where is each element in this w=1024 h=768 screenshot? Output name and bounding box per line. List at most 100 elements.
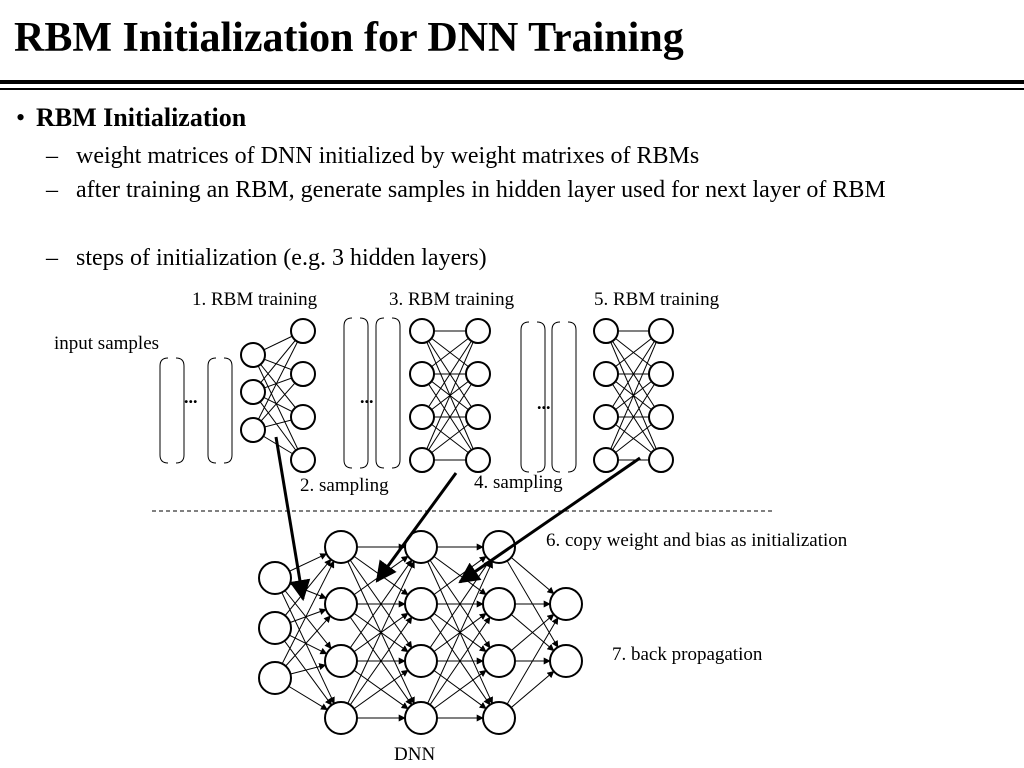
connection-edge (421, 330, 479, 461)
connection-edge (252, 330, 304, 431)
dnn-hidden3-node (482, 701, 516, 735)
label-step1: 1. RBM training (192, 289, 318, 310)
bracket-group (159, 317, 577, 473)
label-dnn: DNN (394, 744, 435, 765)
dnn-hidden2-node (404, 530, 438, 564)
rbm3-hidden-node (648, 404, 674, 430)
subbullet-3: – steps of initialization (e.g. 3 hidden… (46, 242, 992, 274)
copy-weight-arrow-1 (274, 436, 311, 602)
subbullet-2: – after training an RBM, generate sample… (46, 174, 992, 206)
sample-bracket-right (359, 317, 369, 469)
dnn-hidden3-node (482, 587, 516, 621)
rbm3-visible-node (593, 447, 619, 473)
connection-edge (252, 330, 304, 393)
dash-glyph: – (46, 177, 58, 203)
rbm3-hidden-node (648, 361, 674, 387)
rbm2-hidden-node (465, 404, 491, 430)
rbm2-hidden-node (465, 447, 491, 473)
dnn-connection (274, 560, 335, 679)
label-step6: 6. copy weight and bias as initializatio… (546, 530, 848, 551)
title-rule-thin (0, 88, 1024, 90)
dnn-hidden1-node (324, 530, 358, 564)
label-step2: 2. sampling (300, 475, 389, 496)
sample-bracket-left (375, 317, 385, 469)
ellipsis-samples-1: ... (360, 387, 374, 407)
dnn-connection (274, 577, 335, 705)
main-bullet: • RBM Initialization (16, 103, 246, 133)
rbm2-hidden-node (465, 361, 491, 387)
rbm1-visible-node (240, 417, 266, 443)
connection-edge (605, 330, 662, 418)
dnn-connection (420, 616, 491, 719)
main-bullet-text: RBM Initialization (36, 103, 247, 132)
rbm3-visible-node (593, 318, 619, 344)
subbullet-1: – weight matrices of DNN initialized by … (46, 140, 992, 172)
dnn-hidden2-node (404, 587, 438, 621)
sample-bracket-right (223, 357, 233, 464)
dnn-input-node (258, 661, 292, 695)
rbm3-visible-node (593, 361, 619, 387)
dash-glyph: – (46, 143, 58, 169)
rbm2-visible-node (409, 361, 435, 387)
dnn-input-node (258, 611, 292, 645)
connection-edge (421, 330, 479, 418)
edge-group (252, 330, 662, 722)
dnn-output-node (549, 587, 583, 621)
copy-weight-arrow-2 (375, 472, 458, 583)
sample-bracket-right (391, 317, 401, 469)
rbm3-hidden-node (648, 447, 674, 473)
connection-edge (252, 354, 304, 461)
connection-edge (421, 373, 479, 461)
sample-bracket-right (175, 357, 185, 464)
rbm1-visible-node (240, 342, 266, 368)
rbm1-hidden-node (290, 447, 316, 473)
dnn-connection (498, 617, 559, 719)
rbm1-hidden-node (290, 361, 316, 387)
dnn-connection (340, 603, 413, 706)
dnn-hidden2-node (404, 644, 438, 678)
dnn-connection (420, 560, 493, 719)
dnn-hidden3-node (482, 530, 516, 564)
rbm2-hidden-node (465, 318, 491, 344)
subbullet-text: after training an RBM, generate samples … (76, 177, 886, 203)
bullet-dot: • (16, 103, 26, 132)
dnn-input-node (258, 561, 292, 595)
subbullet-text: weight matrices of DNN initialized by we… (76, 143, 700, 169)
dnn-connection (420, 546, 493, 705)
connection-edge (605, 373, 662, 461)
connection-edge (605, 330, 662, 461)
dnn-hidden1-node (324, 587, 358, 621)
dnn-connection (420, 546, 491, 649)
sample-bracket-left (520, 321, 530, 473)
subbullet-text: steps of initialization (e.g. 3 hidden l… (76, 245, 487, 271)
label-step7: 7. back propagation (612, 644, 763, 665)
sample-bracket-left (551, 321, 561, 473)
dnn-hidden2-node (404, 701, 438, 735)
copy-weight-arrow-3 (458, 456, 641, 584)
connection-edge (252, 391, 304, 461)
dash-glyph: – (46, 245, 58, 271)
dnn-connection (340, 546, 413, 649)
dnn-connection (420, 603, 491, 706)
node-group (240, 318, 674, 735)
ellipsis-samples-2: ... (537, 393, 551, 413)
title-rule-thick (0, 80, 1024, 84)
rbm1-hidden-node (290, 318, 316, 344)
arrow-group (274, 436, 641, 602)
ellipsis-input: ... (184, 387, 198, 407)
rbm2-visible-node (409, 318, 435, 344)
rbm1-hidden-node (290, 404, 316, 430)
label-step4: 4. sampling (474, 472, 563, 493)
rbm3-visible-node (593, 404, 619, 430)
rbm3-hidden-node (648, 318, 674, 344)
rbm2-visible-node (409, 404, 435, 430)
dnn-output-node (549, 644, 583, 678)
dnn-connection (340, 616, 413, 719)
sample-bracket-left (207, 357, 217, 464)
sample-bracket-right (536, 321, 546, 473)
label-step3: 3. RBM training (389, 289, 515, 310)
label-step5: 5. RBM training (594, 289, 720, 310)
sample-bracket-left (159, 357, 169, 464)
dnn-hidden3-node (482, 644, 516, 678)
